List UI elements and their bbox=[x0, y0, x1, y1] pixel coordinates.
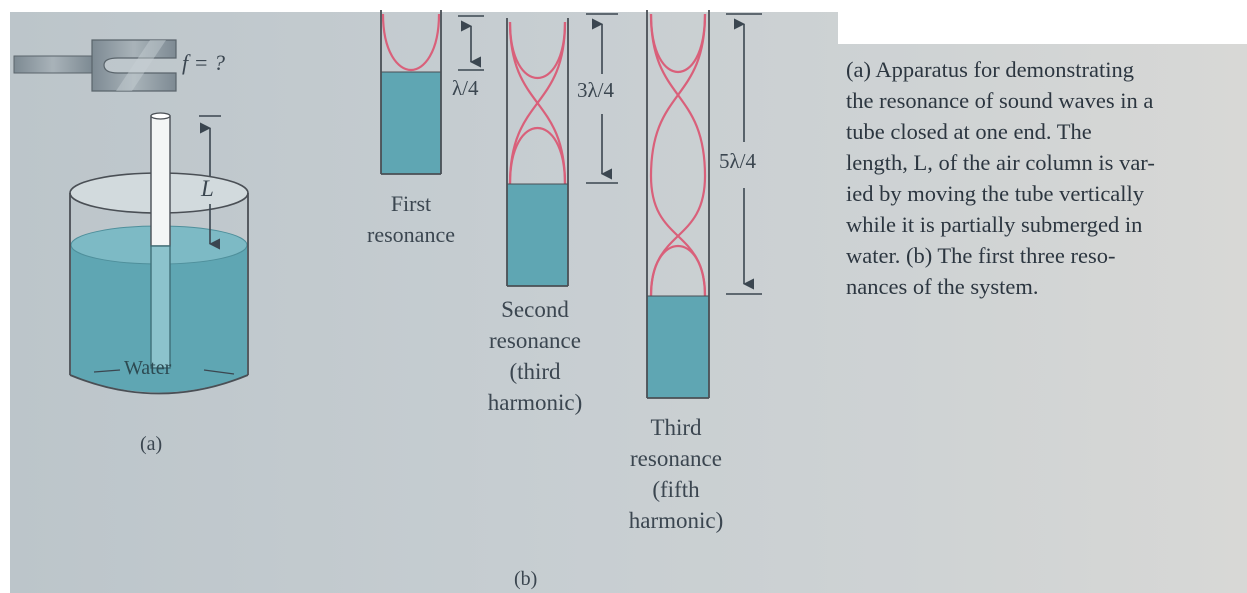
tube-first-resonance bbox=[380, 10, 442, 175]
panel-b-label: (b) bbox=[514, 568, 538, 590]
second-resonance-label: Second resonance (third harmonic) bbox=[487, 297, 583, 415]
dimension-arrow-quarter-wavelength bbox=[458, 15, 484, 71]
caption-line: (a) Apparatus for demonstrating bbox=[846, 57, 1135, 82]
three-quarter-wavelength-label: 3λ/4 bbox=[577, 78, 615, 102]
page-margin bbox=[838, 0, 1247, 44]
caption-line: tube closed at one end. The bbox=[846, 119, 1092, 144]
length-dimension-arrow bbox=[199, 115, 221, 250]
third-resonance-label: Third resonance (fifth harmonic) bbox=[628, 415, 724, 533]
first-resonance-label: First resonance bbox=[367, 191, 455, 247]
caption-line: water. (b) The first three reso- bbox=[846, 243, 1116, 268]
tube-second-resonance bbox=[506, 18, 569, 287]
caption-line: ied by moving the tube vertically bbox=[846, 181, 1145, 206]
figure-caption: (a) Apparatus for demonstrating the reso… bbox=[846, 54, 1242, 302]
quarter-wavelength-label: λ/4 bbox=[452, 76, 479, 100]
caption-line: while it is partially submerged in bbox=[846, 212, 1143, 237]
water-label-leaders bbox=[93, 369, 235, 375]
caption-line: the resonance of sound waves in a bbox=[846, 88, 1154, 113]
caption-line: length, L, of the air column is var- bbox=[846, 150, 1155, 175]
water-label: Water bbox=[124, 357, 172, 379]
length-label: L bbox=[201, 176, 214, 201]
tuning-fork-icon bbox=[13, 39, 177, 92]
panel-a-label: (a) bbox=[140, 433, 163, 455]
five-quarter-wavelength-label: 5λ/4 bbox=[719, 149, 757, 173]
sliding-tube bbox=[150, 112, 171, 369]
frequency-label: f = ? bbox=[182, 50, 225, 75]
dimension-arrow-three-quarter-wavelength bbox=[586, 13, 618, 184]
caption-line: nances of the system. bbox=[846, 274, 1039, 299]
tube-third-resonance bbox=[646, 10, 710, 399]
dimension-arrow-five-quarter-wavelength bbox=[726, 13, 762, 295]
